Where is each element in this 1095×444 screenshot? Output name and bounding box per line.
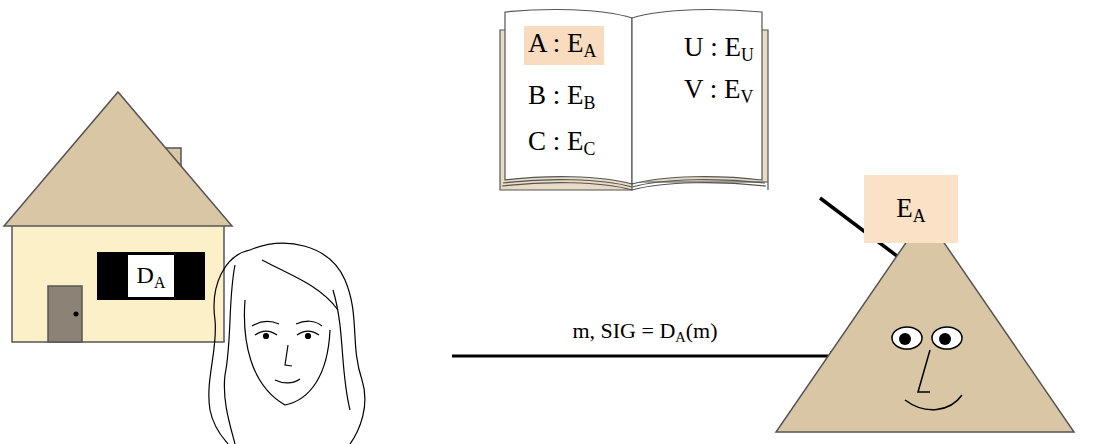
verifier-triangle [776,215,1074,432]
pupil [899,333,911,345]
subscript: C [584,139,596,159]
brow [296,321,322,326]
house-door [48,286,82,342]
subscript: B [584,93,596,113]
subscript: A [675,329,685,345]
house [4,92,232,342]
directory-book: A : EA B : EB C : EC U : EU V : EV [500,10,768,185]
right-page [632,10,762,184]
nose [285,345,292,366]
entry-text: U : EU [684,32,754,63]
door-knob [74,312,79,317]
hair-strand [224,265,235,444]
hair-strand [333,290,350,410]
entry-text: EA [896,193,925,224]
house-wall [12,224,224,342]
subscript: V [741,87,754,107]
hair-left [209,250,250,444]
nose [918,350,930,392]
left-page [505,10,632,184]
entry-text: C : EC [528,126,595,157]
brow [252,322,279,326]
eye [892,327,922,349]
entry-text: B : EB [528,80,595,111]
pupil [939,333,951,345]
page-edges [502,183,766,190]
face-outline [244,300,330,405]
message-arrow [452,355,838,358]
message-label: m, SIG = DA(m) [572,318,717,343]
eye [932,327,962,349]
subscript: U [741,45,754,65]
entry-text: A : EA [524,26,604,65]
smile [905,395,962,410]
subscript: A [584,41,597,61]
pupil [306,334,311,339]
mouth [275,379,300,383]
window-pane: DA [128,255,174,297]
hair-fringe [262,260,338,310]
hair-right [250,243,365,444]
book [500,10,768,190]
house-roof [4,92,232,226]
entry-text: V : EV [684,74,753,105]
subscript: A [154,274,165,291]
key-box: EA [864,175,958,243]
subscript: A [913,206,926,226]
triangle-body [776,215,1074,432]
entry-text: DA [137,262,166,290]
woman [209,243,365,444]
pupil [264,334,269,339]
window-shutters [97,252,205,300]
